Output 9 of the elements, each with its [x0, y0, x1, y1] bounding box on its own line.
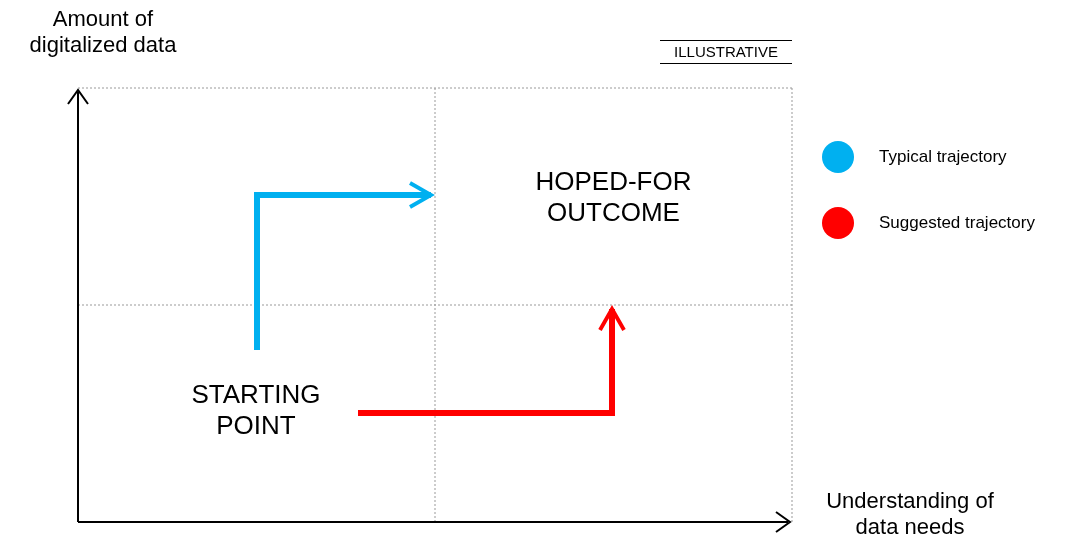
note-label: ILLUSTRATIVE	[660, 40, 792, 64]
trajectory-arrow	[254, 181, 433, 350]
quadrant-label: HOPED-FOR OUTCOME	[534, 165, 693, 228]
quadrant-label: STARTING POINT	[190, 379, 322, 441]
legend-label: Typical trajectory	[879, 147, 1007, 167]
axis-title: Understanding of data needs	[825, 488, 995, 541]
legend-label: Suggested trajectory	[879, 213, 1035, 233]
trajectory-arrow	[358, 307, 626, 416]
axis-title: Amount of digitalized data	[28, 6, 178, 59]
